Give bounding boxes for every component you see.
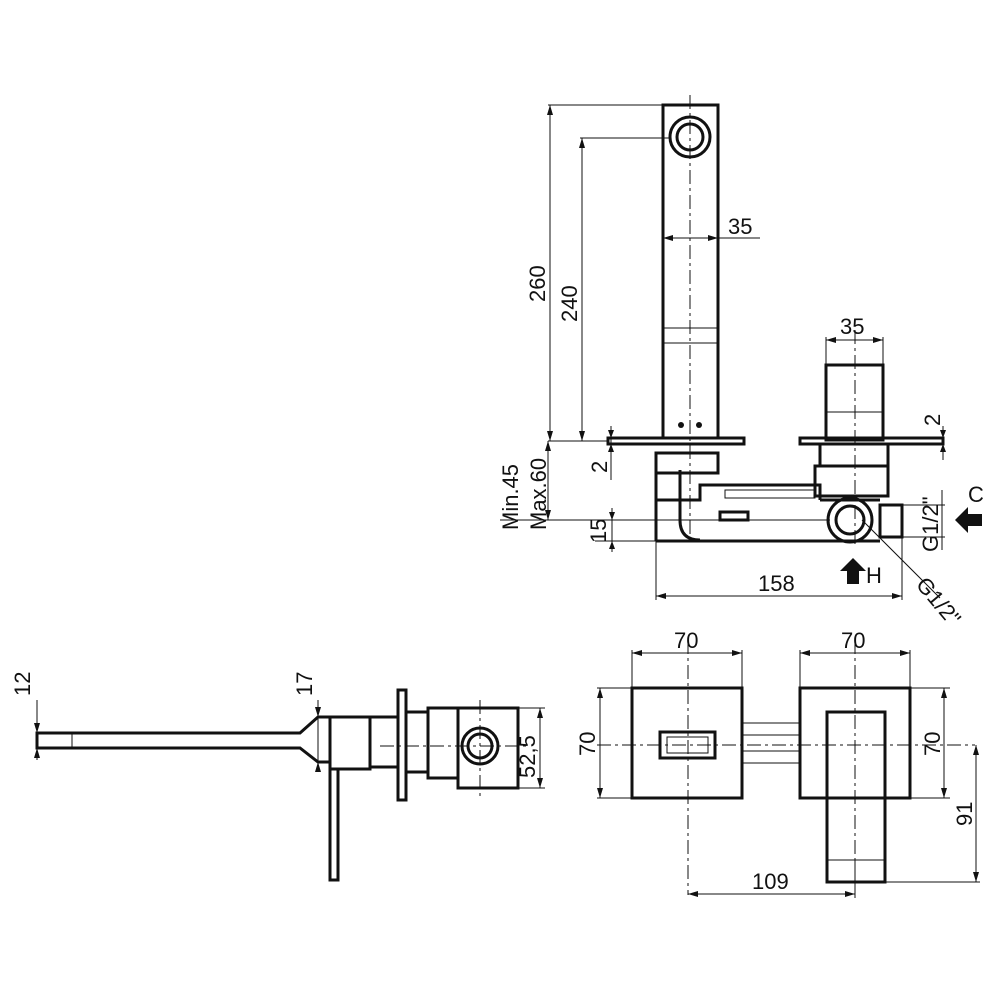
dim-plate-b-width: 70: [799, 628, 911, 688]
dim-plate-b-height-label: 70: [920, 732, 945, 756]
dim-wall-max-label: Max.60: [526, 458, 551, 530]
dim-center-distance-label: 109: [752, 869, 789, 894]
dim-spout-height-label: 240: [557, 285, 582, 322]
dim-handle-width-label: 35: [840, 314, 864, 339]
spout-connector: [654, 451, 720, 475]
dim-pipe-height: 15: [586, 508, 665, 552]
dim-plate-a-height: 70: [575, 687, 632, 799]
dim-plate-b-height: 70: [910, 687, 950, 799]
handle-lever: [825, 710, 887, 884]
dim-spout-thickness: 12: [10, 672, 40, 760]
dim-body-depth: 52,5: [500, 707, 545, 789]
dim-body-length: 158: [655, 537, 903, 600]
dim-spout-height: 240: [557, 138, 585, 441]
hot-arrow-icon: [840, 558, 866, 584]
inlet-h-label: G1/2": [911, 572, 966, 631]
dim-plate-thickness-spout-label: 2: [587, 461, 612, 473]
front-view: [597, 640, 975, 895]
dim-spout-width: 35: [663, 214, 760, 241]
cold-label: C: [968, 482, 984, 507]
dim-pipe-height-label: 15: [586, 519, 611, 543]
spout-arm: [35, 715, 332, 764]
dim-handle-width: 35: [826, 314, 883, 343]
dim-center-distance: 109: [688, 860, 856, 898]
dim-total-height: 260: [525, 105, 553, 441]
dim-plate-thickness-handle: 2: [920, 414, 946, 460]
dim-handle-drop: 91: [885, 745, 980, 883]
spout-plate: [606, 436, 746, 446]
dim-spout-thickness-label: 12: [10, 672, 35, 696]
spout-side-view: [548, 95, 746, 545]
dim-plate-b-width-label: 70: [841, 628, 865, 653]
hot-label: H: [866, 563, 882, 588]
cold-arrow-icon: [955, 507, 982, 533]
spout-cover-plate: [630, 686, 744, 800]
dim-spout-width-label: 35: [728, 214, 752, 239]
cold-inlet: G1/2" C: [902, 482, 984, 552]
dim-plate-a-width: 70: [631, 628, 743, 688]
dim-plate-thickness-spout: 2: [587, 426, 614, 480]
handle-block: [824, 363, 885, 442]
dim-body-length-label: 158: [758, 571, 795, 596]
side-view: [35, 688, 530, 882]
dim-wall-min-label: Min.45: [498, 464, 523, 530]
inlet-c-label: G1/2": [918, 496, 943, 552]
dim-spout-tip: 17: [292, 672, 321, 772]
dim-body-depth-label: 52,5: [515, 735, 540, 778]
concealed-body: [654, 451, 904, 544]
dim-plate-a-height-label: 70: [575, 732, 600, 756]
dim-handle-drop-label: 91: [952, 802, 977, 826]
dim-plate-a-width-label: 70: [674, 628, 698, 653]
dim-spout-tip-label: 17: [292, 672, 317, 696]
dim-wall-depth: Min.45 Max.60: [498, 441, 665, 530]
dim-plate-thickness-handle-label: 2: [920, 414, 945, 426]
dim-total-height-label: 260: [525, 265, 550, 302]
